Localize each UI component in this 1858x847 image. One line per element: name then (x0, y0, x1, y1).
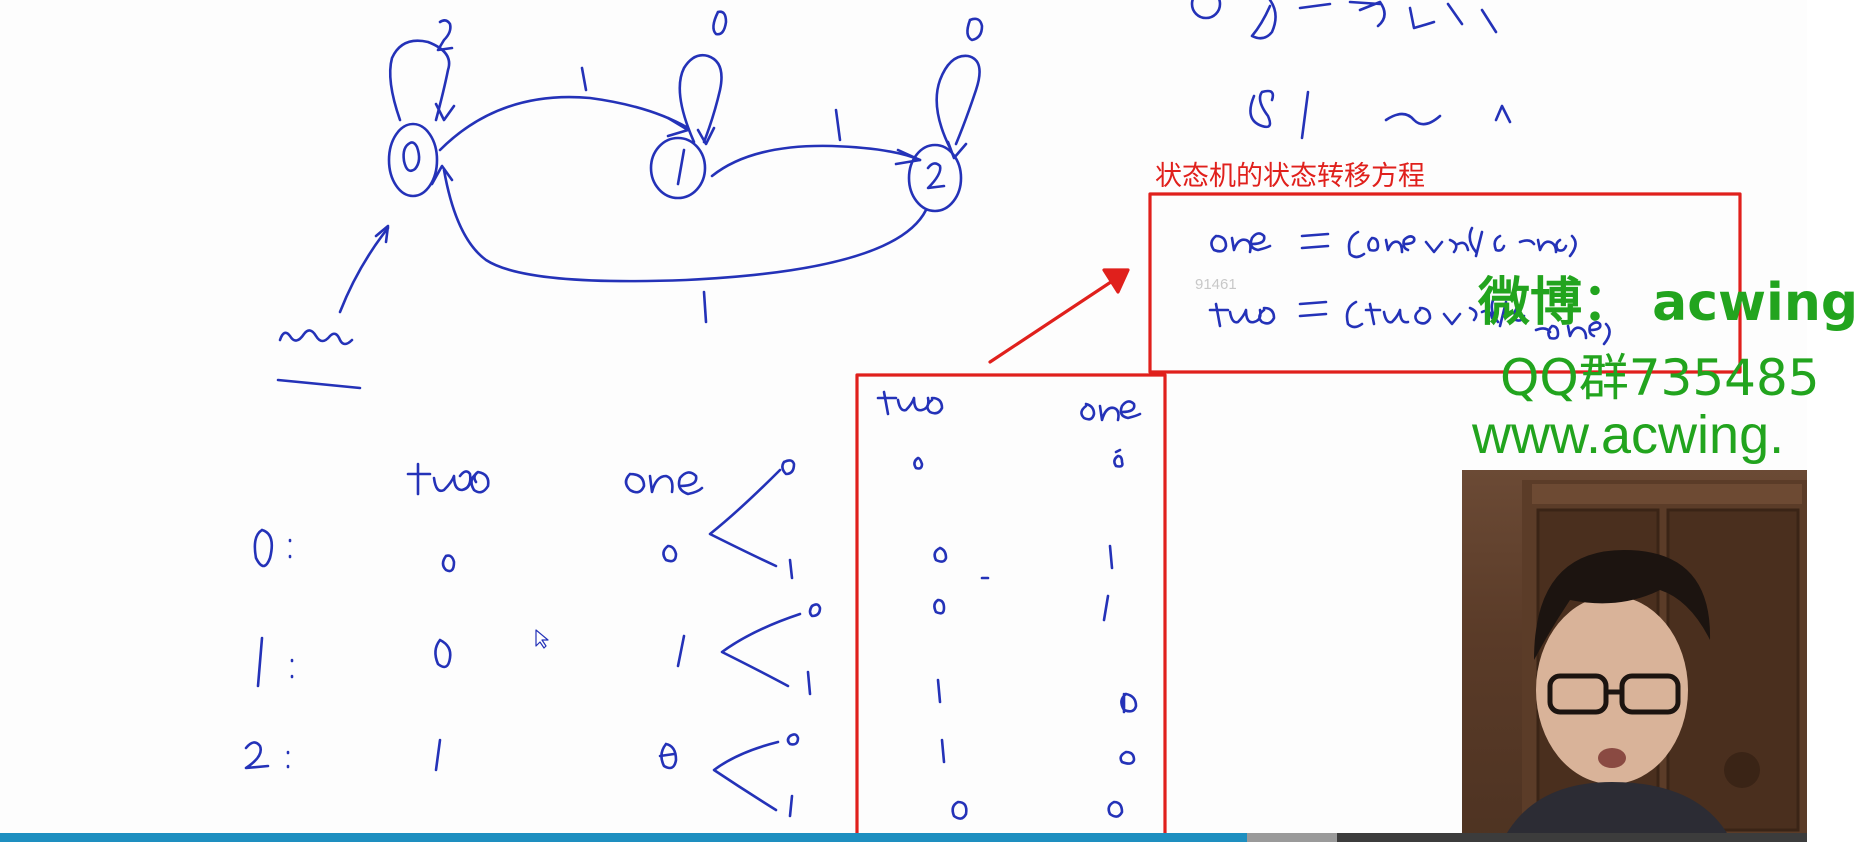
self-loop-1-label (712, 10, 728, 36)
state-2-circle (907, 143, 963, 213)
formula-one (1210, 226, 1577, 259)
webcam-scene (1502, 480, 1807, 842)
state-2-label (926, 162, 946, 190)
box-one-r4 (1120, 692, 1138, 714)
self-loop-0 (388, 39, 451, 122)
person-shoulders (1502, 782, 1732, 842)
edge-2-0-arrow (430, 164, 454, 186)
video-buffer-fill (1247, 833, 1337, 842)
two-row1 (434, 638, 452, 669)
two-row0 (441, 554, 456, 573)
video-progress-fill (0, 833, 1247, 842)
box-one-r3 (1102, 594, 1110, 622)
diagram-caption: 状态机的状态转移方程 (1155, 161, 1425, 192)
person-hair (1534, 550, 1711, 660)
start-arrow (338, 226, 390, 314)
note-scribble-1 (1250, 0, 1277, 40)
watermark-number: 91461 (1195, 276, 1237, 293)
box-two-r5 (940, 738, 946, 764)
note-scribble-2 (1298, 0, 1498, 34)
row-2-label (244, 741, 290, 770)
branch-row1 (720, 612, 802, 688)
edge-2-0 (442, 168, 928, 283)
mouse-pointer-icon (535, 629, 549, 649)
two-row2 (434, 738, 442, 772)
branch-row2-bottom (788, 794, 794, 818)
handwriting-layer (244, 0, 1742, 837)
box-header-two (876, 390, 944, 416)
one-row2 (658, 742, 678, 770)
state-1-circle (649, 136, 707, 200)
formula-box (1148, 192, 1742, 374)
edge-1-2 (710, 144, 922, 178)
self-loop-2-arrow (946, 140, 968, 160)
person-mouth (1598, 748, 1626, 768)
self-loop-0-arrow (434, 102, 456, 122)
box-two-r1 (913, 456, 924, 470)
edge-2-0-label (702, 290, 708, 324)
box-header-one (1080, 400, 1142, 422)
state-table (244, 459, 822, 818)
formula-two (1208, 296, 1611, 346)
box-one-r6 (1107, 800, 1124, 818)
note-circle (1190, 0, 1222, 20)
one-row1 (676, 634, 686, 668)
note-operators (1249, 89, 1512, 140)
row-0-label (253, 528, 292, 568)
state-diagram (276, 10, 984, 390)
state-0-label (402, 141, 421, 173)
box-two-r6 (951, 800, 968, 820)
box-one-r1 (1113, 448, 1124, 468)
top-right-notes (1190, 0, 1512, 140)
box-two-r3 (933, 598, 946, 615)
state-1-label (676, 148, 686, 186)
qq-group-overlay-text: QQ群735485 (1500, 349, 1820, 407)
header-two-left (406, 462, 490, 496)
webcam-feed (1462, 470, 1807, 842)
branch-row0-bottom (788, 558, 794, 580)
self-loop-0-label (436, 19, 454, 52)
video-progress-bar[interactable] (0, 833, 1807, 842)
box-two-r4 (936, 678, 942, 704)
self-loop-1 (678, 53, 723, 144)
branch-row2-top (786, 733, 800, 746)
box-two-r2 (933, 546, 990, 580)
one-row0 (662, 544, 678, 563)
edge-1-2-label (834, 108, 842, 142)
box-one-r5 (1119, 750, 1136, 765)
pointer-arrow (988, 270, 1128, 364)
branch-row1-bottom (806, 670, 812, 696)
edge-0-1-label (580, 66, 588, 92)
boxed-truth-table (876, 390, 1142, 820)
pointer-arrow-head (1102, 268, 1130, 294)
self-loop-2-label (966, 17, 984, 42)
website-overlay-text: www.acwing. (1472, 405, 1785, 465)
branch-row0 (708, 468, 782, 568)
row-1-label (256, 636, 294, 688)
truth-table-box (855, 373, 1167, 837)
self-loop-2 (935, 54, 981, 150)
weibo-overlay-text: 微博： acwing (1478, 273, 1858, 333)
edge-0-1 (438, 95, 690, 152)
branch-row2 (712, 740, 780, 812)
self-loop-1-arrow (696, 126, 716, 146)
transition-formulas (1208, 226, 1611, 346)
edge-1-2-arrow (894, 148, 922, 166)
branch-row1-top (808, 603, 822, 618)
box-one-r2 (1108, 544, 1114, 570)
header-one-left (624, 471, 704, 496)
state-0-circle (387, 122, 439, 198)
start-arrow-head (374, 224, 390, 244)
start-label-scribble (276, 329, 362, 390)
branch-row0-top (781, 459, 796, 476)
